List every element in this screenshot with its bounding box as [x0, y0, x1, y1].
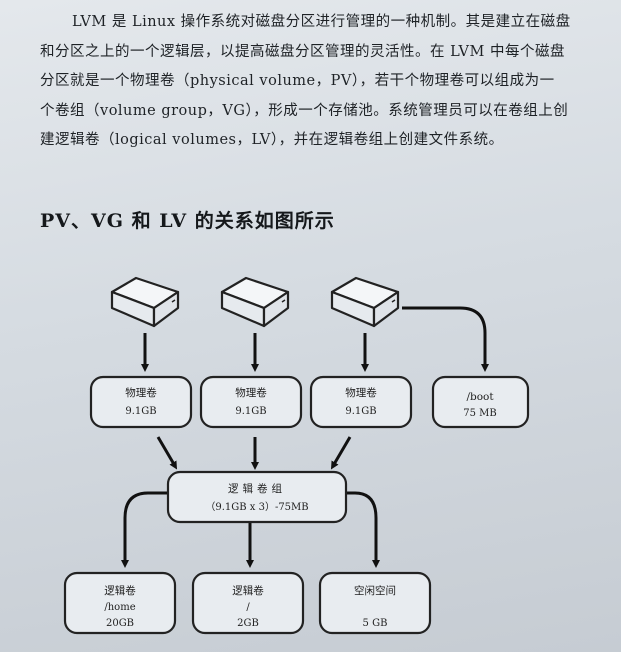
section-heading: PV、VG 和 LV 的关系如图所示: [40, 210, 335, 232]
pv-size: 9.1GB: [345, 406, 376, 417]
arrow: [402, 306, 489, 372]
lv-mount: /home: [104, 602, 135, 613]
hard-disk-icon: [330, 276, 400, 328]
boot-label: /boot: [466, 391, 494, 403]
arrow: [121, 491, 168, 568]
paragraph-line: 和分区之上的一个逻辑层，以提高磁盘分区管理的灵活性。在 LVM 中每个磁盘: [40, 43, 565, 60]
boot-partition-box: [431, 375, 530, 429]
pv-size: 9.1GB: [235, 406, 266, 417]
pv-label: 物理卷: [235, 386, 267, 399]
physical-volume-box: [199, 375, 303, 429]
lv-label: 逻辑卷: [232, 584, 264, 597]
paragraph-line: 分区就是一个物理卷（physical volume，PV），若干个物理卷可以组成…: [40, 73, 555, 89]
lv-label: 逻辑卷: [104, 584, 136, 597]
lv-mount: /: [246, 602, 250, 613]
physical-volume-box: [309, 375, 413, 429]
physical-volume-box: [89, 375, 193, 429]
logical-volume-box: [191, 571, 305, 635]
paragraph-line: LVM 是 Linux 操作系统对磁盘分区进行管理的一种机制。其是建立在磁盘: [72, 14, 571, 30]
logical-volume-box: [63, 571, 177, 635]
arrow: [346, 491, 380, 568]
free-space-box: [318, 571, 432, 635]
hard-disk-icon: [220, 276, 290, 328]
pv-size: 9.1GB: [125, 406, 156, 417]
free-space-label: 空闲空间: [354, 584, 396, 597]
vg-label: 逻辑卷组: [228, 482, 286, 495]
lv-size: 20GB: [106, 618, 134, 629]
arrow: [330, 436, 352, 470]
lv-size: 2GB: [237, 618, 259, 629]
pv-label: 物理卷: [345, 386, 377, 399]
intro-paragraph: LVM 是 Linux 操作系统对磁盘分区进行管理的一种机制。其是建立在磁盘 和…: [40, 8, 590, 156]
pv-label: 物理卷: [125, 386, 157, 399]
hard-disk-icon: [110, 276, 180, 328]
free-space-size: 5 GB: [363, 618, 388, 629]
volume-group-box: [166, 470, 348, 524]
vg-size: （9.1GB x 3）-75MB: [205, 501, 308, 513]
arrow: [156, 436, 178, 470]
paragraph-line: 建逻辑卷（logical volumes，LV），并在逻辑卷组上创建文件系统。: [40, 132, 504, 148]
paragraph-line: 个卷组（volume group，VG），形成一个存储池。系统管理员可以在卷组上…: [40, 102, 569, 119]
boot-size: 75 MB: [463, 408, 497, 419]
